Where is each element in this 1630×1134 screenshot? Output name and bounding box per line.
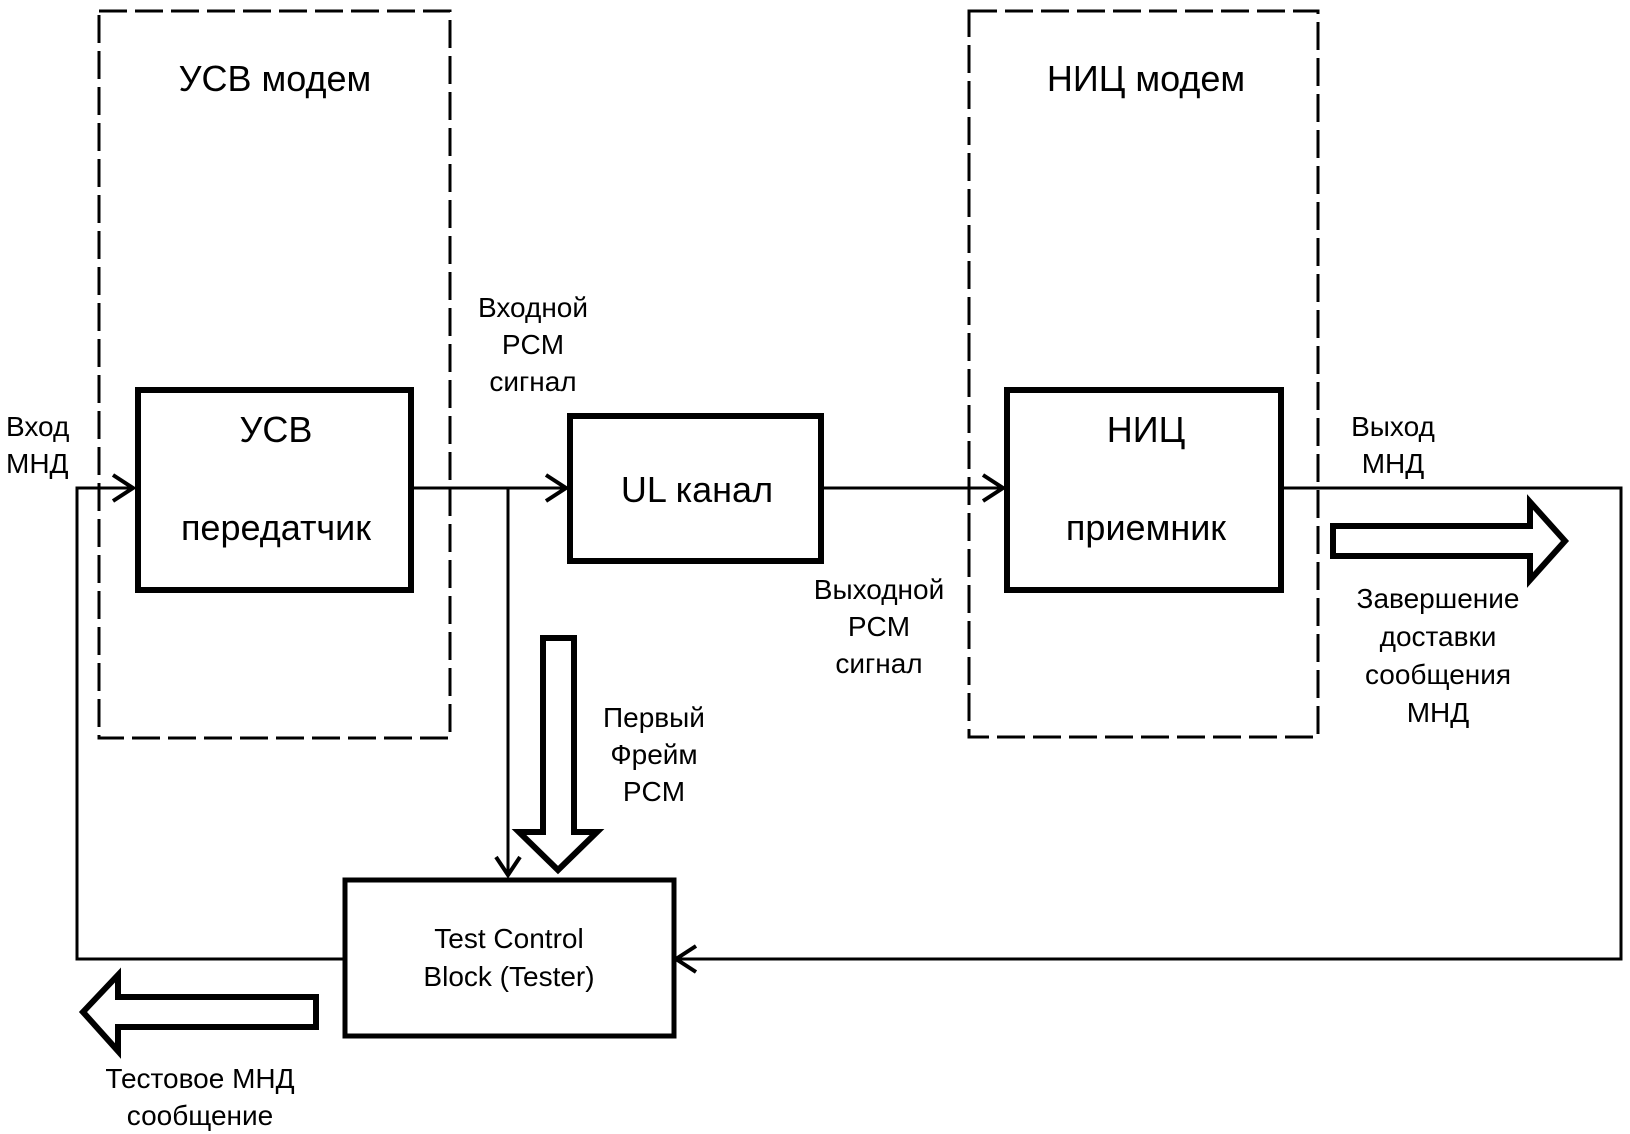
label-input-mnd-line1: Вход <box>6 411 69 442</box>
usv-transmitter-block: УСВ передатчик <box>135 387 414 593</box>
label-output-mnd: Выход МНД <box>1351 411 1435 479</box>
label-first-frame-line3: PCM <box>623 776 685 807</box>
wire-tester-to-usv-input <box>75 486 343 961</box>
nic-receiver-line2: приемник <box>1066 507 1226 548</box>
label-output-mnd-line1: Выход <box>1351 411 1435 442</box>
arrowhead-nic-input <box>981 473 1007 503</box>
arrowhead-ul-input <box>544 473 570 503</box>
test-control-line2: Block (Tester) <box>423 961 594 992</box>
usv-modem-group: УСВ модем <box>97 9 452 740</box>
label-delivery-complete-line1: Завершение <box>1357 583 1520 614</box>
label-output-pcm-line3: сигнал <box>835 648 922 679</box>
nic-receiver-line1: НИЦ <box>1107 409 1186 450</box>
label-first-frame-line1: Первый <box>603 702 705 733</box>
label-delivery-complete: Завершение доставки сообщения МНД <box>1357 583 1520 728</box>
nic-modem-title: НИЦ модем <box>1047 58 1245 99</box>
label-output-pcm-line1: Выходной <box>814 574 944 605</box>
ul-channel-label: UL канал <box>621 469 773 510</box>
label-input-pcm-line1: Входной <box>478 292 588 323</box>
label-input-mnd: Вход МНД <box>6 411 69 479</box>
label-first-frame-line2: Фрейм <box>610 739 697 770</box>
label-test-message: Тестовое МНД сообщение <box>105 1063 294 1131</box>
usv-transmitter-box <box>135 387 414 593</box>
arrowhead-tester-top <box>494 855 522 879</box>
nic-modem-group: НИЦ модем <box>967 9 1320 739</box>
nic-receiver-box <box>1004 387 1284 593</box>
ul-channel-box <box>567 413 824 564</box>
label-output-pcm-line2: PCM <box>848 611 910 642</box>
usv-transmitter-line1: УСВ <box>240 409 313 450</box>
delivery-complete-arrow-icon <box>1330 494 1570 588</box>
label-input-pcm-line2: PCM <box>502 329 564 360</box>
signal-wires <box>75 486 1623 961</box>
label-test-message-line2: сообщение <box>127 1100 273 1131</box>
label-output-mnd-line2: МНД <box>1362 448 1425 479</box>
test-control-line1: Test Control <box>434 923 583 954</box>
label-input-mnd-line2: МНД <box>6 448 69 479</box>
label-output-pcm: Выходной PCM сигнал <box>814 574 944 679</box>
usv-transmitter-line2: передатчик <box>181 507 371 548</box>
label-delivery-complete-line3: сообщения <box>1365 659 1511 690</box>
wire-nic-output-to-tester <box>676 486 1623 961</box>
nic-receiver-block: НИЦ приемник <box>1004 387 1284 593</box>
usv-modem-title: УСВ модем <box>179 58 372 99</box>
arrowhead-usv-input <box>111 473 137 503</box>
ul-channel-block: UL канал <box>567 413 824 564</box>
test-message-arrow-icon <box>78 967 319 1059</box>
label-delivery-complete-line4: МНД <box>1407 697 1470 728</box>
label-first-frame: Первый Фрейм PCM <box>603 702 705 807</box>
label-delivery-complete-line2: доставки <box>1380 621 1497 652</box>
usv-modem-container <box>97 9 452 740</box>
label-test-message-line1: Тестовое МНД <box>105 1063 294 1094</box>
nic-modem-container <box>967 9 1320 739</box>
first-frame-arrow-icon <box>511 635 605 875</box>
test-control-block: Test Control Block (Tester) <box>342 877 677 1039</box>
label-input-pcm: Входной PCM сигнал <box>478 292 588 397</box>
label-input-pcm-line3: сигнал <box>489 366 576 397</box>
test-control-box <box>342 877 677 1039</box>
arrowheads <box>111 473 1007 974</box>
